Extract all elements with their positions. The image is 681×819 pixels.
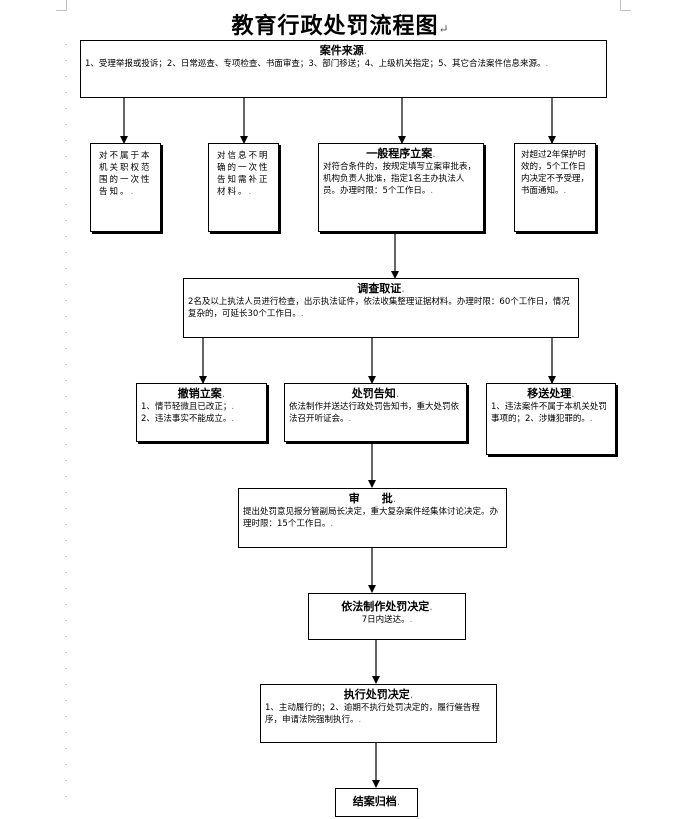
margin-mark: . bbox=[64, 327, 69, 335]
margin-mark: . bbox=[64, 775, 69, 783]
approval-box: 审 批. 提出处罚意见报分管副局长决定，重大复杂案件经集体讨论决定。办理时限：1… bbox=[238, 488, 507, 548]
execute-decision-title: 执行处罚决定. bbox=[343, 688, 414, 701]
investigation-title: 调查取证. bbox=[357, 282, 405, 295]
execute-decision-body: 1、主动履行的；2、逾期不执行处罚决定的，履行催告程序，申请法院强制执行。. bbox=[265, 703, 480, 725]
transfer-box: 移送处理. 1、违法案件不属于本机关处罚事项的；2、涉嫌犯罪的。. bbox=[486, 383, 616, 455]
margin-mark: . bbox=[64, 791, 69, 799]
margin-mark: . bbox=[64, 583, 69, 591]
margin-mark: . bbox=[64, 551, 69, 559]
margin-mark: . bbox=[64, 535, 69, 543]
margin-mark: . bbox=[64, 727, 69, 735]
execute-decision-box: 执行处罚决定. 1、主动履行的；2、逾期不执行处罚决定的，履行催告程序，申请法院… bbox=[260, 684, 497, 743]
penalty-decision-title: 依法制作处罚决定. bbox=[341, 600, 433, 613]
margin-mark: . bbox=[64, 295, 69, 303]
margin-mark: . bbox=[64, 455, 69, 463]
margin-mark: . bbox=[64, 135, 69, 143]
general-procedure-title: 一般程序立案. bbox=[366, 147, 436, 160]
penalty-notice-box: 处罚告知. 依法制作并送达行政处罚告知书，重大处罚依法召开听证会。. bbox=[284, 383, 467, 442]
margin-mark: . bbox=[64, 199, 69, 207]
investigation-body: 2名及以上执法人员进行检查，出示执法证件，依法收集整理证据材料。办理时限：60个… bbox=[188, 297, 570, 319]
margin-mark: . bbox=[64, 215, 69, 223]
margin-mark: . bbox=[64, 87, 69, 95]
margin-mark: . bbox=[64, 711, 69, 719]
margin-mark: . bbox=[64, 647, 69, 655]
margin-mark: . bbox=[64, 279, 69, 287]
margin-paragraph-marks: ........................................… bbox=[64, 40, 74, 810]
incomplete-info-box: 对信息不明确的一次性告知需补正材料。. bbox=[208, 143, 279, 232]
not-jurisdiction-text: 对不属于本机关职权范围的一次性告知。. bbox=[99, 151, 152, 197]
document-title: 教育行政处罚流程图↵ bbox=[231, 13, 450, 39]
margin-mark: . bbox=[64, 519, 69, 527]
margin-mark: . bbox=[64, 471, 69, 479]
margin-mark: . bbox=[64, 103, 69, 111]
transfer-body: 1、违法案件不属于本机关处罚事项的；2、涉嫌犯罪的。. bbox=[491, 402, 607, 424]
margin-mark: . bbox=[64, 231, 69, 239]
margin-mark: . bbox=[64, 263, 69, 271]
case-source-body: 1、受理举报或投诉；2、日常巡查、专项检查、书面审查；3、部门移送；4、上级机关… bbox=[85, 59, 549, 69]
page-corner-top-left bbox=[56, 0, 67, 11]
revoke-case-title: 撤销立案. bbox=[177, 387, 226, 400]
margin-mark: . bbox=[64, 407, 69, 415]
expired-case-box: 对超过2年保护时效的，5个工作日内决定不予受理，书面通知。. bbox=[514, 143, 596, 232]
margin-mark: . bbox=[64, 439, 69, 447]
penalty-notice-body: 依法制作并送达行政处罚告知书，重大处罚依法召开听证会。. bbox=[289, 402, 460, 424]
margin-mark: . bbox=[64, 359, 69, 367]
general-procedure-box: 一般程序立案. 对符合条件的，按规定填写立案审批表，机构负责人批准，指定1名主办… bbox=[318, 143, 484, 232]
margin-mark: . bbox=[64, 759, 69, 767]
margin-mark: . bbox=[64, 71, 69, 79]
margin-mark: . bbox=[64, 151, 69, 159]
penalty-decision-box: 依法制作处罚决定. 7日内送达。. bbox=[308, 593, 466, 640]
margin-mark: . bbox=[64, 247, 69, 255]
investigation-box: 调查取证. 2名及以上执法人员进行检查，出示执法证件，依法收集整理证据材料。办理… bbox=[183, 278, 579, 338]
margin-mark: . bbox=[64, 55, 69, 63]
margin-mark: . bbox=[64, 119, 69, 127]
margin-mark: . bbox=[64, 391, 69, 399]
expired-case-text: 对超过2年保护时效的，5个工作日内决定不予受理，书面通知。. bbox=[521, 150, 590, 196]
margin-mark: . bbox=[64, 679, 69, 687]
revoke-case-box: 撤销立案. 1、情节轻微且已改正；. 2、违法事实不能成立。. bbox=[136, 383, 267, 442]
case-closure-title: 结案归档. bbox=[352, 795, 401, 808]
margin-mark: . bbox=[64, 631, 69, 639]
margin-mark: . bbox=[64, 487, 69, 495]
case-source-box: 案件来源. 1、受理举报或投诉；2、日常巡查、专项检查、书面审查；3、部门移送；… bbox=[80, 40, 607, 98]
penalty-decision-body: 7日内送达。. bbox=[361, 615, 413, 625]
margin-mark: . bbox=[64, 695, 69, 703]
approval-body: 提出处罚意见报分管副局长决定，重大复杂案件经集体讨论决定。办理时限：15个工作日… bbox=[243, 507, 499, 529]
margin-mark: . bbox=[64, 39, 69, 47]
margin-mark: . bbox=[64, 183, 69, 191]
approval-title: 审 批. bbox=[348, 492, 397, 505]
penalty-notice-title: 处罚告知. bbox=[351, 387, 400, 400]
margin-mark: . bbox=[64, 599, 69, 607]
margin-mark: . bbox=[64, 375, 69, 383]
margin-mark: . bbox=[64, 503, 69, 511]
margin-mark: . bbox=[64, 567, 69, 575]
margin-mark: . bbox=[64, 743, 69, 751]
transfer-title: 移送处理. bbox=[527, 387, 575, 400]
not-jurisdiction-box: 对不属于本机关职权范围的一次性告知。. bbox=[90, 143, 161, 232]
margin-mark: . bbox=[64, 663, 69, 671]
case-source-title: 案件来源. bbox=[319, 44, 368, 57]
general-procedure-body: 对符合条件的，按规定填写立案审批表，机构负责人批准，指定1名主办执法人员。办理时… bbox=[323, 162, 477, 196]
margin-mark: . bbox=[64, 167, 69, 175]
revoke-case-item-1: 1、情节轻微且已改正；. bbox=[141, 402, 235, 412]
margin-mark: . bbox=[64, 311, 69, 319]
margin-mark: . bbox=[64, 615, 69, 623]
page-corner-top-right bbox=[620, 0, 631, 11]
margin-mark: . bbox=[64, 343, 69, 351]
case-closure-box: 结案归档. bbox=[335, 788, 418, 817]
incomplete-info-text: 对信息不明确的一次性告知需补正材料。. bbox=[217, 151, 270, 197]
revoke-case-item-2: 2、违法事实不能成立。. bbox=[141, 414, 235, 424]
margin-mark: . bbox=[64, 423, 69, 431]
